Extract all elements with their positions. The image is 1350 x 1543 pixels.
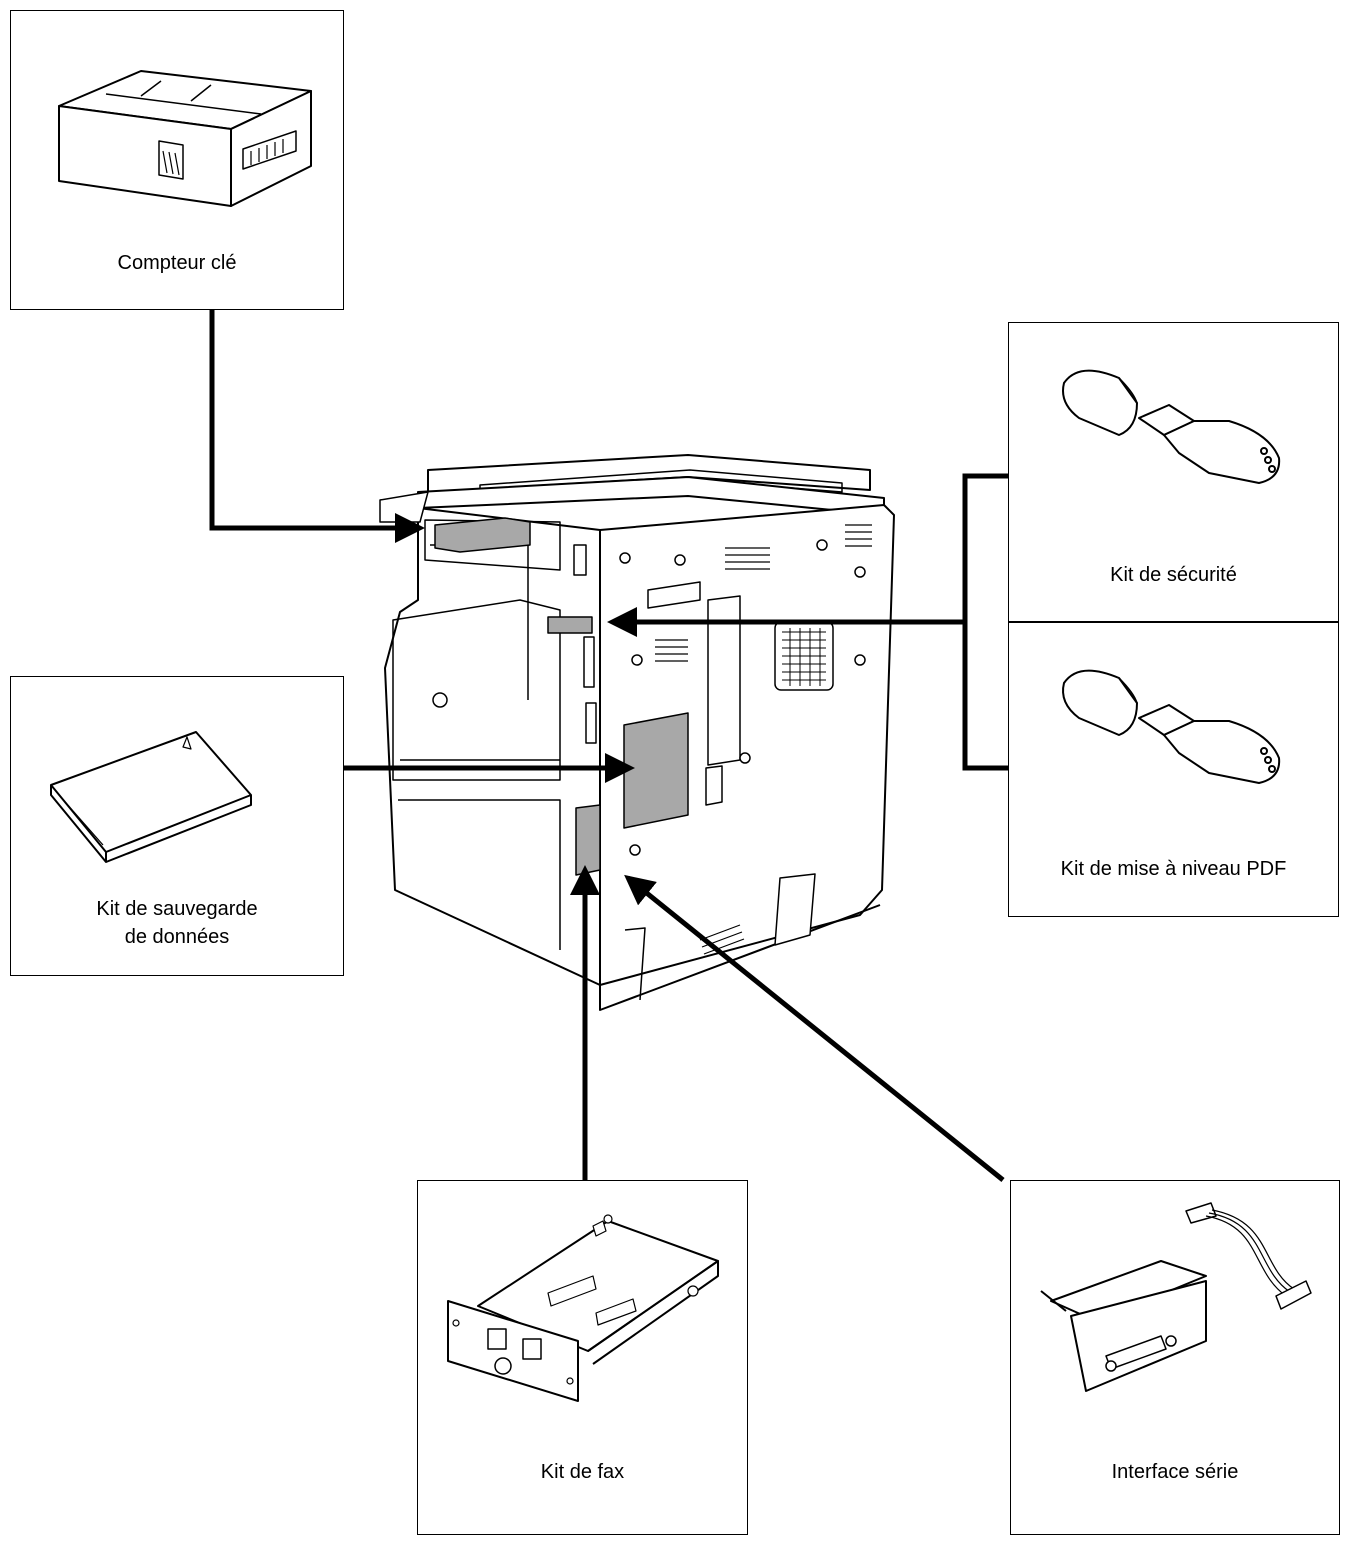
fax-board-icon	[447, 1214, 719, 1402]
connector-lines	[209, 310, 1008, 1182]
printer-illustration	[379, 454, 895, 1011]
serial-interface-board-icon	[1040, 1202, 1312, 1392]
usb-key-icon	[1062, 669, 1281, 784]
compact-flash-card-icon	[50, 731, 252, 863]
usb-key-icon	[1062, 369, 1281, 484]
pdf-upgrade-kit-panel: Kit de mise à niveau PDF	[1008, 622, 1339, 917]
key-counter-label: Compteur clé	[117, 252, 237, 274]
serial-interface-panel: Interface série	[1010, 1180, 1340, 1535]
key-counter-connector	[209, 310, 425, 543]
key-counter-panel: Compteur clé	[10, 10, 344, 310]
key-counter-slot-highlight	[434, 517, 531, 553]
usb-kits-bracket	[962, 473, 1008, 771]
data-backup-kit-label-line2: de données	[124, 926, 230, 948]
fax-kit-panel: Kit de fax	[417, 1180, 748, 1535]
security-kit-panel: Kit de sécurité	[1008, 322, 1339, 622]
key-counter-icon	[58, 70, 312, 207]
serial-interface-connector	[624, 874, 1005, 1182]
cf-card-slot-highlight	[623, 712, 689, 829]
data-backup-kit-label-line1: Kit de sauvegarde	[96, 898, 258, 920]
pdf-upgrade-kit-label: Kit de mise à niveau PDF	[1060, 858, 1287, 880]
data-backup-kit-panel: Kit de sauvegarde de données	[10, 676, 344, 976]
serial-interface-label: Interface série	[1111, 1461, 1239, 1483]
fax-kit-label: Kit de fax	[540, 1461, 625, 1483]
security-kit-label: Kit de sécurité	[1110, 564, 1237, 586]
fax-slot-highlight	[575, 804, 601, 876]
usb-slot-highlight	[547, 616, 593, 634]
